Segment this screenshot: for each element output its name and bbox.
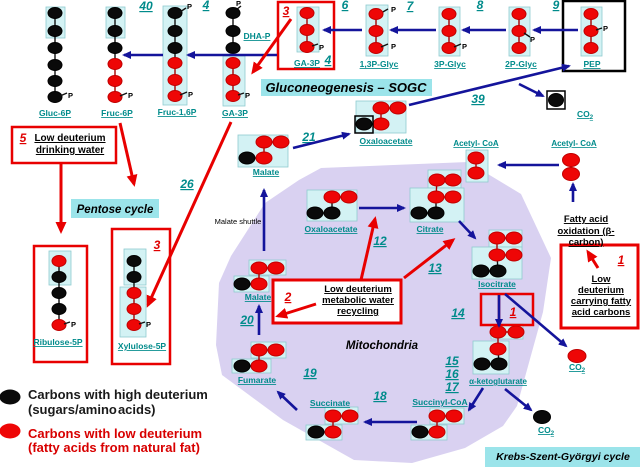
svg-text:metabolic water: metabolic water [322,295,394,306]
svg-text:P: P [146,320,151,329]
svg-text:DHA-P: DHA-P [244,31,271,41]
svg-text:3: 3 [154,238,161,252]
svg-text:15: 15 [445,354,459,368]
svg-text:16: 16 [445,367,459,381]
svg-text:1: 1 [618,253,625,267]
svg-text:P: P [391,5,396,14]
svg-text:Low deuterium: Low deuterium [34,133,105,144]
svg-text:PEP: PEP [583,59,600,69]
svg-text:deuterium: deuterium [578,285,624,296]
svg-text:13: 13 [428,261,442,275]
svg-text:21: 21 [301,130,316,144]
svg-text:4: 4 [324,53,332,67]
svg-text:acid carbons: acid carbons [572,307,631,318]
svg-text:Malate: Malate [253,167,280,177]
svg-text:P: P [188,90,193,99]
svg-text:Acetyl- CoA: Acetyl- CoA [453,139,499,148]
svg-text:CO2: CO2 [538,425,555,437]
svg-text:Citrate: Citrate [417,224,444,234]
svg-text:40: 40 [138,0,153,13]
svg-text:P: P [530,35,535,44]
svg-text:(sugars/amino acids): (sugars/amino acids) [28,402,156,417]
svg-text:Succinate: Succinate [310,398,350,408]
svg-text:Gluc-6P: Gluc-6P [39,108,71,118]
svg-text:39: 39 [471,92,485,106]
svg-text:Gluconeogenesis – SOGC: Gluconeogenesis – SOGC [265,80,427,95]
svg-text:carrying fatty: carrying fatty [571,296,632,307]
svg-text:P: P [128,91,133,100]
svg-text:P: P [603,24,608,33]
svg-text:Fruc-6P: Fruc-6P [101,108,133,118]
svg-text:20: 20 [239,313,254,327]
svg-text:7: 7 [407,0,415,13]
svg-text:3: 3 [283,4,290,18]
svg-text:P: P [71,320,76,329]
svg-text:17: 17 [445,380,460,394]
svg-text:Isocitrate: Isocitrate [478,279,516,289]
svg-text:4: 4 [202,0,210,12]
svg-text:Fruc-1,6P: Fruc-1,6P [158,107,197,117]
svg-text:Ribulose-5P: Ribulose-5P [33,337,82,347]
svg-text:P: P [391,42,396,51]
svg-text:Oxaloacetate: Oxaloacetate [360,136,413,146]
svg-text:Low: Low [592,274,612,285]
svg-text:P: P [68,91,73,100]
svg-text:P: P [245,91,250,100]
svg-text:1: 1 [510,305,517,319]
svg-text:Oxaloacetate: Oxaloacetate [305,224,358,234]
svg-text:Xylulose-5P: Xylulose-5P [118,341,167,351]
svg-text:Carbons with low deuterium: Carbons with low deuterium [28,426,202,441]
svg-text:2P-Glyc: 2P-Glyc [505,59,537,69]
svg-text:Krebs-Szent-Györgyi cycle: Krebs-Szent-Györgyi cycle [496,451,630,463]
svg-text:Mitochondria: Mitochondria [346,340,419,352]
svg-text:1,3P-Glyc: 1,3P-Glyc [360,59,399,69]
svg-text:drinking water: drinking water [36,145,104,156]
svg-text:9: 9 [553,0,560,12]
svg-text:Carbons with high deuterium: Carbons with high deuterium [28,387,208,402]
svg-text:oxidation (β-: oxidation (β- [558,226,615,237]
svg-text:14: 14 [451,306,465,320]
svg-text:recycling: recycling [337,306,379,317]
svg-text:carbon): carbon) [569,237,604,248]
svg-text:5: 5 [20,131,27,145]
svg-text:Pentose cycle: Pentose cycle [77,204,154,216]
svg-text:(fatty acids from natural fat): (fatty acids from natural fat) [28,440,200,455]
svg-text:Succinyl-CoA: Succinyl-CoA [412,397,467,407]
svg-text:CO2: CO2 [577,109,594,121]
svg-text:Malate shuttle: Malate shuttle [215,217,262,226]
svg-text:3P-Glyc: 3P-Glyc [434,59,466,69]
svg-text:Acetyl- CoA: Acetyl- CoA [551,139,597,148]
svg-text:Malate: Malate [245,292,272,302]
svg-text:18: 18 [373,389,387,403]
svg-text:P: P [236,0,241,8]
svg-text:CO2: CO2 [569,362,586,374]
svg-text:Low deuterium: Low deuterium [324,284,392,295]
svg-text:P: P [319,43,324,52]
svg-text:12: 12 [373,234,387,248]
svg-text:8: 8 [477,0,484,12]
svg-text:6: 6 [342,0,349,12]
svg-text:GA-3P: GA-3P [222,108,248,118]
svg-text:19: 19 [303,366,317,380]
svg-text:Fatty acid: Fatty acid [564,214,609,225]
svg-text:Fumarate: Fumarate [238,375,277,385]
svg-text:GA-3P: GA-3P [294,58,320,68]
svg-text:P: P [187,2,192,11]
svg-text:P: P [462,42,467,51]
svg-text:26: 26 [179,177,194,191]
svg-text:2: 2 [284,290,292,304]
svg-text:α-ketoglutarate: α-ketoglutarate [469,377,527,386]
